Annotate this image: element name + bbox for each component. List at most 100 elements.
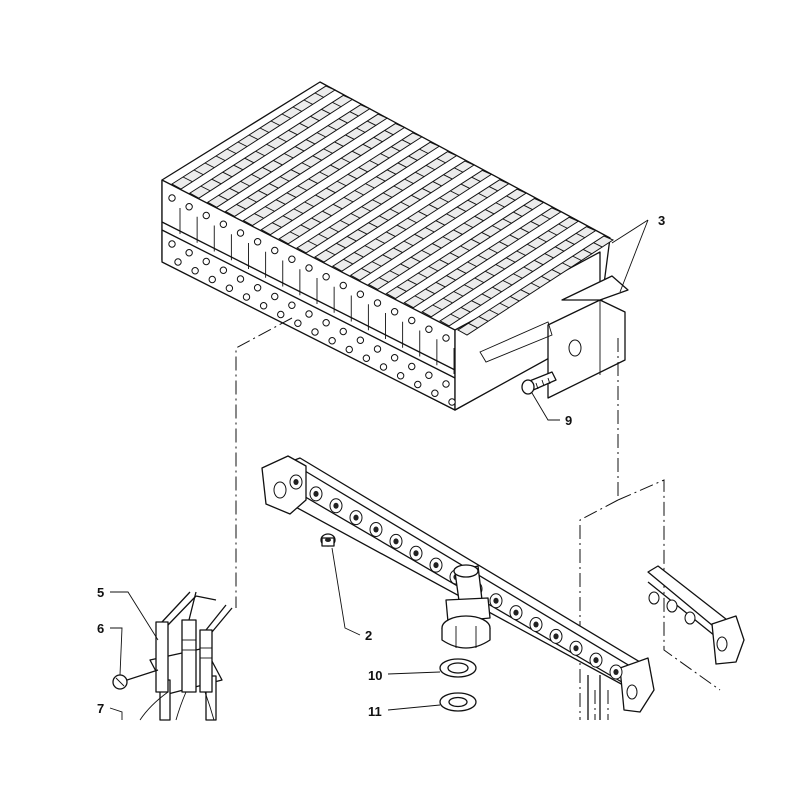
fin-ridge: [471, 176, 481, 183]
fin-ridge: [449, 252, 460, 258]
face-hole: [271, 292, 279, 301]
fin-ridge: [432, 243, 442, 249]
fin-ridge: [407, 217, 417, 224]
nozzle-orifice: [293, 479, 299, 485]
fin-ridge: [408, 155, 418, 161]
face-hole: [442, 334, 450, 342]
fin-ridge: [411, 194, 421, 201]
fin-ridge: [262, 167, 272, 173]
fin-ridge: [329, 226, 339, 233]
fin-ridge: [530, 282, 541, 288]
fin-ridge: [386, 169, 397, 175]
fin-ridge: [332, 101, 342, 108]
injector-manifold: [261, 455, 655, 720]
fin-ridge: [446, 213, 456, 219]
fin-ridge: [343, 196, 354, 203]
fin-ridge: [471, 300, 481, 306]
fin-ridge: [572, 255, 582, 262]
fin-ridge: [193, 169, 204, 175]
nozzle-orifice: [553, 633, 559, 640]
face-hole: [259, 302, 268, 310]
fin-ridge: [292, 106, 303, 112]
fin-ridge: [367, 120, 377, 126]
fin-ridge: [421, 249, 431, 256]
callout-3: 3: [611, 213, 665, 293]
face-hole: [345, 345, 353, 354]
fin-ridge: [182, 176, 193, 182]
fin-ridge: [270, 120, 281, 126]
fin-ridge: [436, 158, 447, 164]
face-hole: [202, 211, 210, 220]
fin-ridge: [226, 148, 237, 154]
fin-ridge: [404, 178, 414, 185]
fin-ridge: [357, 229, 368, 235]
fin-ridge: [301, 162, 312, 168]
face-hole: [253, 238, 262, 246]
fin-ridge: [258, 190, 268, 196]
fin-ridge: [311, 217, 321, 223]
fin-ridge: [300, 224, 311, 230]
nozzle-orifice: [613, 669, 619, 675]
face-hole: [236, 275, 245, 283]
fin-ridge: [315, 194, 325, 200]
face-hole: [202, 257, 210, 266]
callout-5: 5: [97, 585, 159, 641]
fin-ridge: [439, 197, 449, 203]
nozzle-orifice: [493, 597, 499, 604]
fin-ridge: [428, 204, 439, 210]
face-hole: [390, 308, 399, 316]
callout-9: 9: [531, 392, 572, 428]
fin-ridge: [460, 183, 471, 189]
fin-ridge: [362, 143, 373, 150]
fin-ridge: [389, 270, 400, 276]
fin-ridge: [492, 225, 502, 231]
fin-ridge: [240, 180, 250, 187]
fin-ridge: [288, 129, 298, 136]
fin-ridge: [432, 304, 442, 310]
fin-ridge: [516, 250, 526, 256]
fin-ridge: [284, 153, 294, 159]
face-hole: [448, 398, 456, 406]
nozzle-orifice: [573, 645, 579, 652]
fin-ridge: [265, 206, 275, 212]
fin-ridge: [551, 269, 562, 275]
fin-ridge: [541, 214, 551, 220]
face-hole: [294, 319, 302, 327]
callout-7: 7: [97, 701, 123, 720]
face-hole: [288, 301, 296, 309]
mounting-bracket: [479, 275, 629, 399]
face-hole: [191, 267, 199, 275]
fin-ridge: [428, 265, 438, 272]
fin-ridge: [364, 245, 375, 251]
nozzle-orifice: [433, 562, 439, 569]
fin-ridge: [463, 222, 474, 229]
fin-ridge: [509, 296, 520, 302]
face-hole: [236, 229, 245, 237]
fin-ridge: [282, 215, 293, 221]
fin-ridge: [319, 171, 329, 177]
fin-ridge: [289, 231, 300, 237]
callout-6: 6: [97, 621, 123, 676]
fin-ridge: [401, 139, 412, 145]
fin-ridge: [562, 262, 572, 268]
face-hole: [356, 336, 365, 344]
nozzle-orifice: [513, 609, 519, 616]
nozzle-orifice: [413, 550, 419, 557]
fin-ridge: [356, 127, 366, 133]
face-hole: [322, 319, 330, 327]
face-hole: [185, 249, 193, 257]
fin-ridge: [334, 141, 344, 147]
fin-ridge: [271, 222, 282, 228]
fin-ridge: [248, 134, 259, 140]
fin-ridge: [323, 148, 333, 154]
fin-ridge: [400, 201, 410, 208]
fin-ridge: [247, 197, 257, 203]
nozzle-orifice: [393, 538, 399, 545]
fin-ridge: [478, 316, 489, 322]
callout-11: 11: [368, 704, 441, 719]
fin-ridge: [548, 230, 558, 236]
fin-ridge: [435, 220, 446, 226]
fin-ridge: [200, 185, 211, 192]
fin-ridge: [456, 206, 467, 212]
